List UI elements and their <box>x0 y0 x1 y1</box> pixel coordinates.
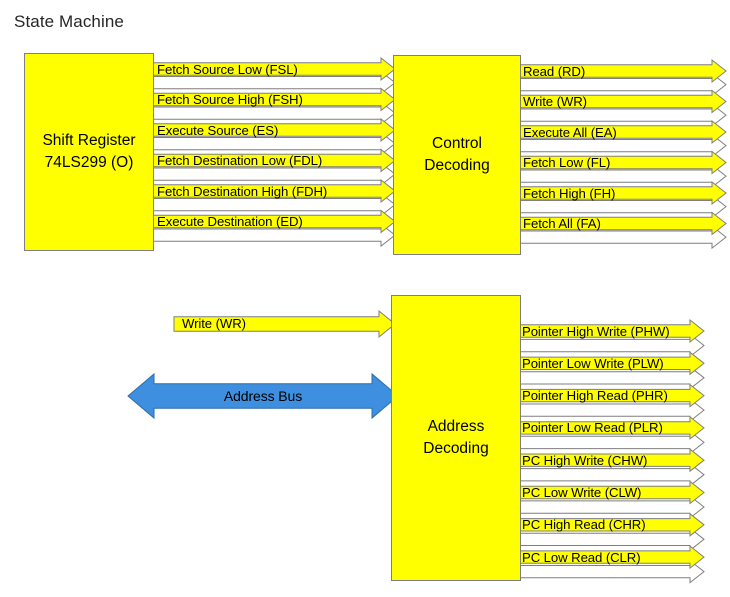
address-bus-label: Address Bus <box>223 388 303 404</box>
control-output-label-4: Fetch Low (FL) <box>523 155 611 170</box>
address-output-arrow-7 <box>515 512 705 537</box>
address-output-arrow-3 <box>515 383 705 408</box>
control-output-label-2: Write (WR) <box>523 94 587 109</box>
control-output-arrow-1 <box>515 58 727 84</box>
block-shift-register[interactable]: Shift Register 74LS299 (O) <box>24 53 154 251</box>
state-machine-output-label-3: Execute Source (ES) <box>157 122 279 138</box>
address-output-arrow-1 <box>515 318 705 344</box>
address-output-arrow-6 <box>515 480 705 505</box>
control-output-label-3: Execute All (EA) <box>523 124 617 140</box>
state-machine-output-label-6: Execute Destination (ED) <box>157 214 303 229</box>
address-output-label-5: PC High Write (CHW) <box>522 452 648 468</box>
state-machine-output-label-1: Fetch Source Low (FSL) <box>157 61 298 77</box>
block-address-decoding-line1: Address <box>427 417 485 435</box>
address-output-arrow-8 <box>515 545 705 570</box>
block-control-decoding[interactable]: Control Decoding <box>393 55 521 255</box>
block-shift-register-line2: 74LS299 (O) <box>44 154 134 171</box>
address-output-label-7: PC High Read (CHR) <box>522 517 646 533</box>
control-output-label-6: Fetch All (FA) <box>523 216 601 231</box>
block-address-decoding-line2: Decoding <box>423 440 489 457</box>
control-output-arrow-2 <box>515 89 727 114</box>
address-output-label-6: PC Low Write (CLW) <box>522 485 642 500</box>
address-input-label-write: Write (WR) <box>182 316 246 331</box>
state-machine-output-label-4: Fetch Destination Low (FDL) <box>157 153 323 168</box>
block-control-decoding-line2: Decoding <box>424 157 490 174</box>
address-input-arrow-write <box>173 309 396 339</box>
address-output-label-8: PC Low Read (CLR) <box>522 549 641 565</box>
address-output-label-3: Pointer High Read (PHR) <box>522 388 668 404</box>
address-output-label-2: Pointer Low Write (PLW) <box>522 355 664 371</box>
address-output-label-1: Pointer High Write (PHW) <box>522 323 670 339</box>
address-output-arrow-2 <box>515 351 705 376</box>
address-output-label-4: Pointer Low Read (PLR) <box>522 420 663 436</box>
state-machine-output-label-2: Fetch Source High (FSH) <box>157 92 303 107</box>
block-control-decoding-line1: Control <box>432 134 482 152</box>
page-title: State Machine <box>14 12 124 31</box>
control-output-arrow-4 <box>515 150 727 175</box>
address-output-arrow-4 <box>515 415 705 440</box>
control-output-label-1: Read (RD) <box>523 63 586 79</box>
block-address-decoding[interactable]: Address Decoding <box>391 295 521 581</box>
address-output-arrow-5 <box>515 448 705 473</box>
control-output-arrow-5 <box>515 180 727 206</box>
state-machine-output-arrow-4 <box>149 148 396 173</box>
state-machine-output-arrow-5 <box>149 178 396 204</box>
state-machine-output-arrow-3 <box>149 117 396 143</box>
block-shift-register-line1: Shift Register <box>42 131 136 149</box>
control-output-label-5: Fetch High (FH) <box>523 185 616 201</box>
state-machine-output-arrow-1 <box>149 56 396 82</box>
control-output-arrow-3 <box>515 119 727 145</box>
state-machine-output-arrow-6 <box>149 209 396 234</box>
state-machine-output-arrow-2 <box>149 87 396 112</box>
control-output-arrow-6 <box>515 211 727 236</box>
state-machine-output-label-5: Fetch Destination High (FDH) <box>157 183 328 199</box>
